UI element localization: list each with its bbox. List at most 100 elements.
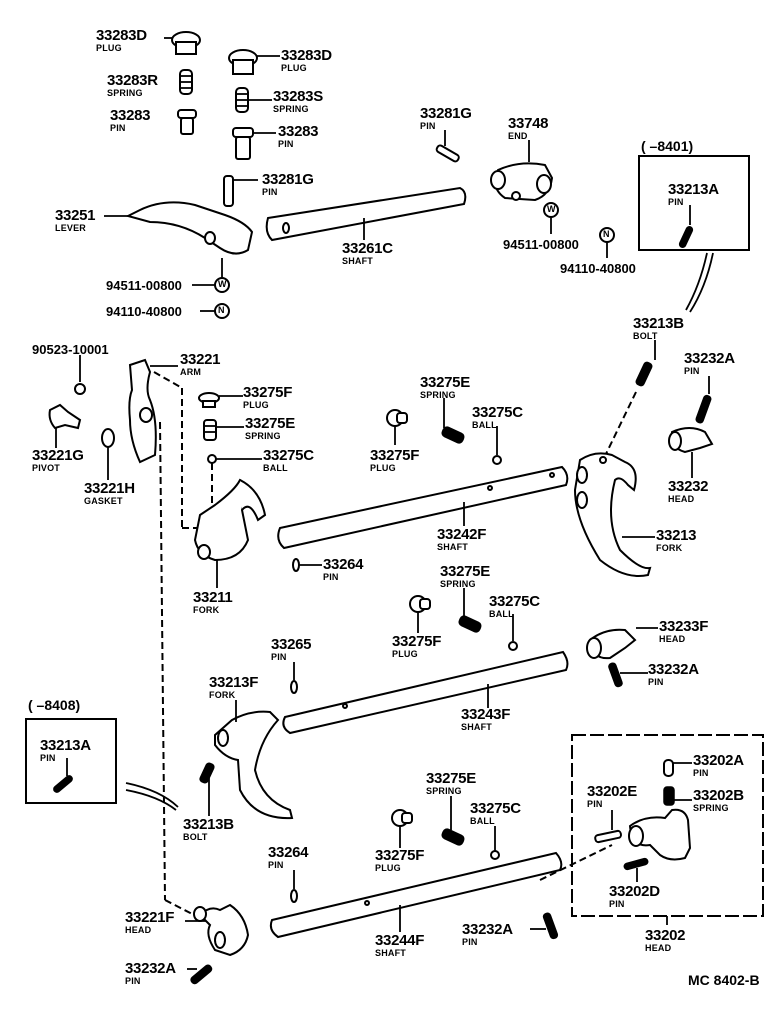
part-name: PIN <box>40 753 56 763</box>
part-number: 33275C <box>489 593 540 610</box>
part-name: BALL <box>472 420 497 430</box>
part-number: 33275F <box>370 447 420 464</box>
part-name: HEAD <box>645 943 672 953</box>
part-name: HEAD <box>659 634 686 644</box>
pin-33283-left <box>177 109 197 135</box>
pin-33202D <box>623 857 649 882</box>
pin-33283-right <box>232 127 276 160</box>
part-number: 33748 <box>508 115 549 132</box>
part-number: 33221 <box>180 351 221 368</box>
fork-33213 <box>573 452 655 577</box>
lever-33251 <box>104 201 254 280</box>
part-number: 33283D <box>281 47 332 64</box>
part-name: PIN <box>125 976 141 986</box>
part-number: 33233F <box>659 618 709 635</box>
label-94110-40800-left: 94110-40800 <box>106 304 182 319</box>
head-33202 <box>628 808 692 925</box>
part-number: 33213A <box>40 737 91 754</box>
pin-33265 <box>290 662 298 694</box>
part-number: 33275E <box>420 374 470 391</box>
note-8401: ( –8401) <box>641 138 694 154</box>
pin-33202E <box>594 810 622 844</box>
part-name: PLUG <box>392 649 418 659</box>
part-name: SPRING <box>245 431 281 441</box>
part-number: 33251 <box>55 207 96 224</box>
part-number: 33281G <box>420 105 472 122</box>
part-name: PIN <box>323 572 339 582</box>
end-33748 <box>490 140 554 202</box>
part-name: SPRING <box>426 786 462 796</box>
part-name: BALL <box>489 609 514 619</box>
part-name: SHAFT <box>375 948 406 958</box>
part-name: PIN <box>587 799 603 809</box>
part-number: 33213B <box>183 816 234 833</box>
head-33221F <box>185 903 250 957</box>
part-name: PIN <box>110 123 126 133</box>
pin-33232A-mid <box>608 662 648 688</box>
part-name: BOLT <box>183 832 208 842</box>
inset-box-8401 <box>638 155 750 251</box>
part-name: PLUG <box>96 43 122 53</box>
part-name: PLUG <box>281 63 307 73</box>
washer-icon: W <box>218 279 227 289</box>
part-number: 33221H <box>84 480 135 497</box>
part-name: BALL <box>263 463 288 473</box>
part-number: 33275E <box>426 770 476 787</box>
nut-symbol-left <box>200 303 230 319</box>
part-name: SHAFT <box>461 722 492 732</box>
spring-33283R <box>179 69 193 95</box>
note-8408: ( –8408) <box>28 697 81 713</box>
pin-33232A-bottom <box>530 912 559 940</box>
arm-33221 <box>128 358 178 464</box>
part-number: 33283 <box>278 123 319 140</box>
label-90523-10001: 90523-10001 <box>32 342 109 357</box>
part-name: PIN <box>278 139 294 149</box>
part-number: 33232A <box>462 921 513 938</box>
part-number: 33232 <box>668 478 709 495</box>
part-name: PLUG <box>370 463 396 473</box>
part-name: SHAFT <box>342 256 373 266</box>
part-name: FORK <box>209 690 236 700</box>
assembly-line-bolt-fork <box>604 391 637 457</box>
part-name: PIN <box>268 860 284 870</box>
part-name: PLUG <box>375 863 401 873</box>
spring-33275E-a <box>203 419 244 441</box>
ball-33275C-a <box>207 454 262 505</box>
label-94511-00800-left: 94511-00800 <box>106 278 182 293</box>
assembly-line-arm-5 <box>164 899 201 919</box>
part-name: BALL <box>470 816 495 826</box>
part-number: 33283D <box>96 27 147 44</box>
part-number: 33213A <box>668 181 719 198</box>
fork-33213F <box>214 700 294 820</box>
part-number: 33213F <box>209 674 259 691</box>
fork-33211 <box>193 478 267 588</box>
part-number: 33242F <box>437 526 487 543</box>
part-name: PIN <box>684 366 700 376</box>
